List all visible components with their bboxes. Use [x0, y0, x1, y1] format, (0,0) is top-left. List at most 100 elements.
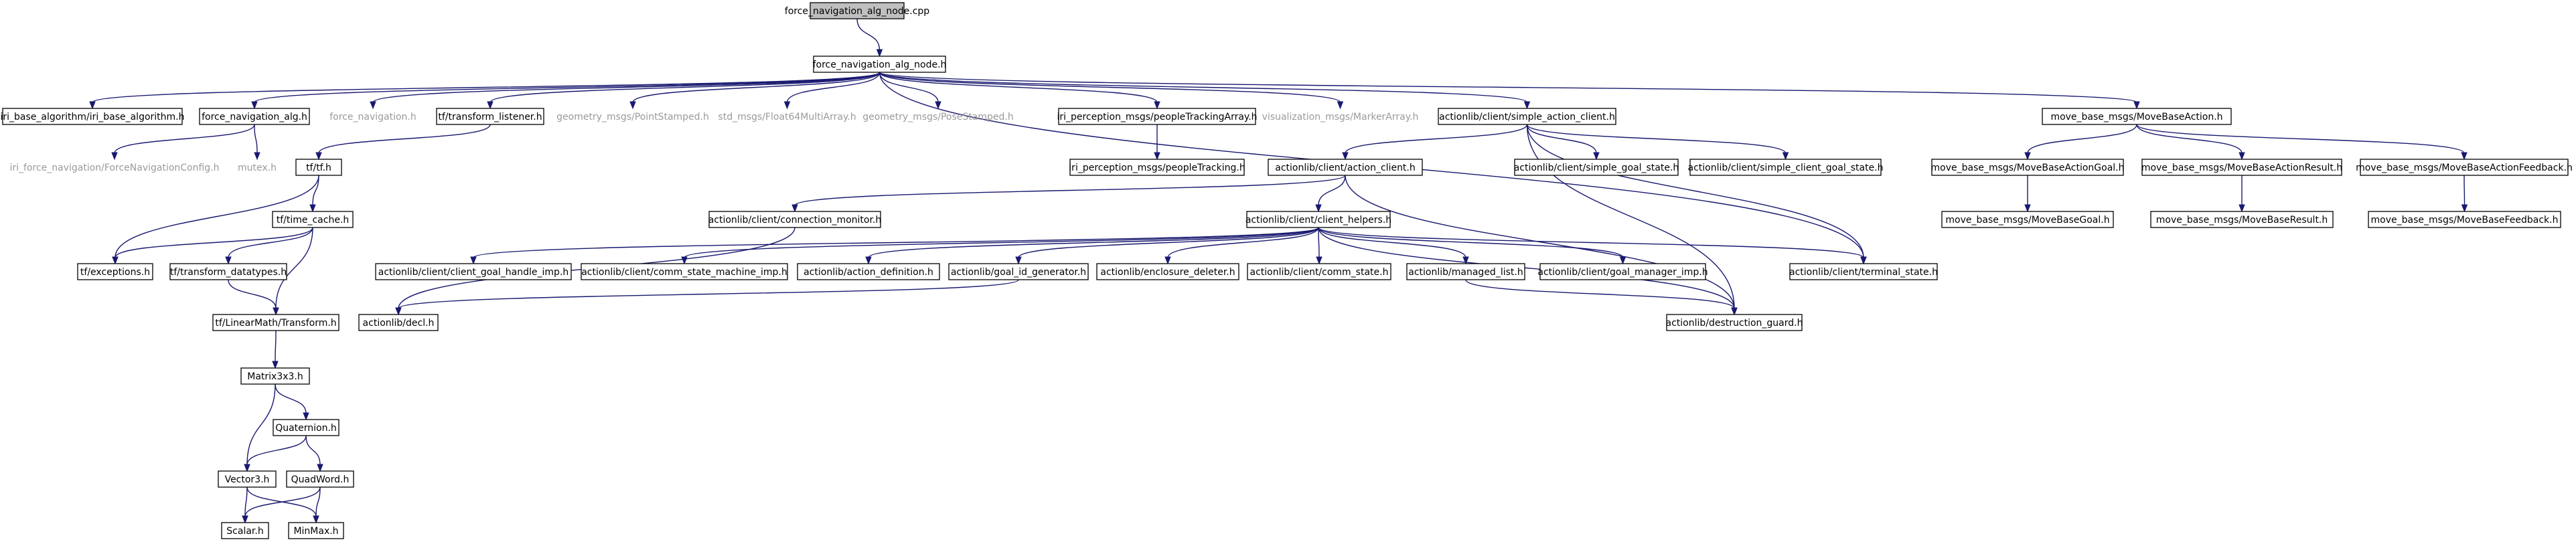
- edge-fnanh-to-tflistener: [487, 72, 881, 110]
- node-iript[interactable]: iri_perception_msgs/peopleTracking.h: [1069, 159, 1245, 176]
- node-label: QuadWord.h: [291, 474, 350, 485]
- node-minmax[interactable]: MinMax.h: [288, 522, 344, 539]
- node-mbag[interactable]: move_base_msgs/MoveBaseActionGoal.h: [1931, 159, 2125, 176]
- edge-fnanh-to-iribase: [89, 72, 881, 110]
- node-label: move_base_msgs/MoveBaseResult.h: [2156, 215, 2328, 225]
- node-tflistener[interactable]: tf/transform_listener.h: [436, 108, 544, 125]
- edge-iripta-to-iript: [1154, 124, 1160, 161]
- node-mbr[interactable]: move_base_msgs/MoveBaseResult.h: [2150, 211, 2334, 228]
- node-box: [2360, 159, 2569, 176]
- node-tfcache[interactable]: tf/time_cache.h: [272, 211, 354, 228]
- node-mlist[interactable]: actionlib/managed_list.h: [1406, 263, 1525, 280]
- node-label: move_base_msgs/MoveBaseActionFeedback.h: [2356, 163, 2573, 173]
- node-box: [358, 314, 439, 331]
- edge-helpers-to-mlist: [1318, 227, 1469, 265]
- node-box: [77, 263, 153, 280]
- node-label: actionlib/client/simple_action_client.h: [1439, 112, 1615, 122]
- node-box: [1931, 159, 2124, 176]
- node-box: [2150, 211, 2334, 228]
- node-tfdt[interactable]: tf/transform_datatypes.h: [169, 263, 287, 280]
- node-actdef[interactable]: actionlib/action_definition.h: [797, 263, 940, 280]
- node-box: [813, 56, 946, 73]
- node-scalar[interactable]: Scalar.h: [221, 522, 269, 539]
- node-box: [273, 419, 339, 436]
- node-label: Matrix3x3.h: [247, 371, 303, 382]
- edge-helpers-to-encdel: [1164, 227, 1319, 265]
- edge-sac-to-ac: [1342, 124, 1528, 161]
- node-label: actionlib/client/comm_state_machine_imp.…: [581, 267, 787, 278]
- node-encdel[interactable]: actionlib/enclosure_deleter.h: [1096, 263, 1239, 280]
- node-mbg[interactable]: move_base_msgs/MoveBaseGoal.h: [1941, 211, 2114, 228]
- node-commstate[interactable]: actionlib/client/comm_state.h: [1247, 263, 1391, 280]
- node-connmon[interactable]: actionlib/client/connection_monitor.h: [708, 211, 882, 228]
- edge-fnanh-to-sac: [879, 72, 1531, 110]
- node-box: [272, 211, 354, 228]
- node-mbaction[interactable]: move_base_msgs/MoveBaseAction.h: [2042, 108, 2232, 125]
- node-tflmt[interactable]: tf/LinearMath/Transform.h: [212, 314, 339, 331]
- edge-tfdt-to-tflmt: [228, 279, 279, 316]
- node-scgs[interactable]: actionlib/client/simple_client_goal_stat…: [1687, 159, 1884, 176]
- edge-fnanh-to-fnalg: [251, 72, 881, 110]
- edge-fnanh-to-stdf64: [783, 72, 881, 110]
- node-gmimp[interactable]: actionlib/client/goal_manager_imp.h: [1537, 263, 1708, 280]
- edge-tftf-to-tfcache: [309, 175, 319, 213]
- node-decl[interactable]: actionlib/decl.h: [358, 314, 439, 331]
- node-cghimp[interactable]: actionlib/client/client_goal_handle_imp.…: [375, 263, 572, 280]
- node-fnanh[interactable]: force_navigation_alg_node.h: [813, 56, 947, 73]
- node-box: [1246, 211, 1391, 228]
- node-vec3[interactable]: Vector3.h: [218, 470, 277, 488]
- node-sac[interactable]: actionlib/client/simple_action_client.h: [1438, 108, 1616, 125]
- edge-tfcache-to-tfdt: [225, 227, 313, 265]
- node-root[interactable]: force_navigation_alg_node.cpp: [785, 2, 929, 19]
- node-label: actionlib/client/goal_manager_imp.h: [1537, 267, 1708, 278]
- edge-fnanh-to-geopose: [879, 72, 941, 110]
- node-label: iri_perception_msgs/peopleTracking.h: [1069, 163, 1245, 173]
- node-quat[interactable]: Quaternion.h: [273, 419, 339, 436]
- node-box: [240, 367, 310, 385]
- edge-helpers-to-gidgen: [1015, 227, 1319, 265]
- node-csmimp[interactable]: actionlib/client/comm_state_machine_imp.…: [581, 263, 788, 280]
- node-iribase[interactable]: iri_base_algorithm/iri_base_algorithm.h: [1, 108, 185, 125]
- node-tftf[interactable]: tf/tf.h: [295, 159, 342, 176]
- node-sgs[interactable]: actionlib/client/simple_goal_state.h: [1514, 159, 1679, 176]
- edge-fnanh-to-vizma: [879, 72, 1344, 110]
- node-box: [2141, 159, 2342, 176]
- node-geopose: geometry_msgs/PoseStamped.h: [862, 112, 1013, 122]
- node-label: move_base_msgs/MoveBaseAction.h: [2050, 112, 2222, 122]
- node-mbar[interactable]: move_base_msgs/MoveBaseActionResult.h: [2141, 159, 2342, 176]
- node-irifncfg: iri_force_navigation/ForceNavigationConf…: [9, 163, 219, 173]
- node-fnalg[interactable]: force_navigation_alg.h: [199, 108, 310, 125]
- edge-helpers-to-actdef: [865, 227, 1319, 265]
- node-dguard[interactable]: actionlib/destruction_guard.h: [1666, 314, 1803, 331]
- node-label: actionlib/client/client_helpers.h: [1245, 215, 1391, 225]
- edge-fnanh-to-fnav: [370, 72, 881, 110]
- edge-mlist-to-dguard: [1465, 279, 1738, 316]
- node-gidgen[interactable]: actionlib/goal_id_generator.h: [948, 263, 1089, 280]
- node-mbf[interactable]: move_base_msgs/MoveBaseFeedback.h: [2368, 211, 2561, 228]
- node-qword[interactable]: QuadWord.h: [286, 470, 354, 488]
- node-box: [1438, 108, 1616, 125]
- edge-fnanh-to-mbaction: [879, 72, 2140, 110]
- node-mat3[interactable]: Matrix3x3.h: [240, 367, 310, 385]
- node-mutex: mutex.h: [238, 163, 277, 173]
- edge-sac-to-sgs: [1526, 124, 1600, 161]
- node-tfexc[interactable]: tf/exceptions.h: [77, 263, 153, 280]
- edge-mbag-to-mbg: [2024, 175, 2031, 213]
- node-helpers[interactable]: actionlib/client/client_helpers.h: [1245, 211, 1391, 228]
- node-box: [1666, 314, 1803, 331]
- node-box: [1689, 159, 1882, 176]
- node-iripta[interactable]: iri_perception_msgs/peopleTrackingArray.…: [1057, 108, 1258, 125]
- node-label: move_base_msgs/MoveBaseActionGoal.h: [1931, 163, 2125, 173]
- node-box: [797, 263, 940, 280]
- edge-fnanh-to-iripta: [879, 72, 1160, 110]
- node-label: geometry_msgs/PointStamped.h: [556, 112, 709, 122]
- node-ac[interactable]: actionlib/client/action_client.h: [1268, 159, 1423, 176]
- node-box: [1539, 263, 1706, 280]
- node-termstate[interactable]: actionlib/client/terminal_state.h: [1789, 263, 1938, 280]
- node-box: [1514, 159, 1679, 176]
- node-mbaf[interactable]: move_base_msgs/MoveBaseActionFeedback.h: [2356, 159, 2573, 176]
- node-label: std_msgs/Float64MultiArray.h: [718, 112, 856, 122]
- edge-mbaction-to-mbar: [2136, 124, 2245, 161]
- node-label: actionlib/client/comm_state.h: [1250, 267, 1389, 278]
- edge-qword-to-minmax: [313, 486, 321, 524]
